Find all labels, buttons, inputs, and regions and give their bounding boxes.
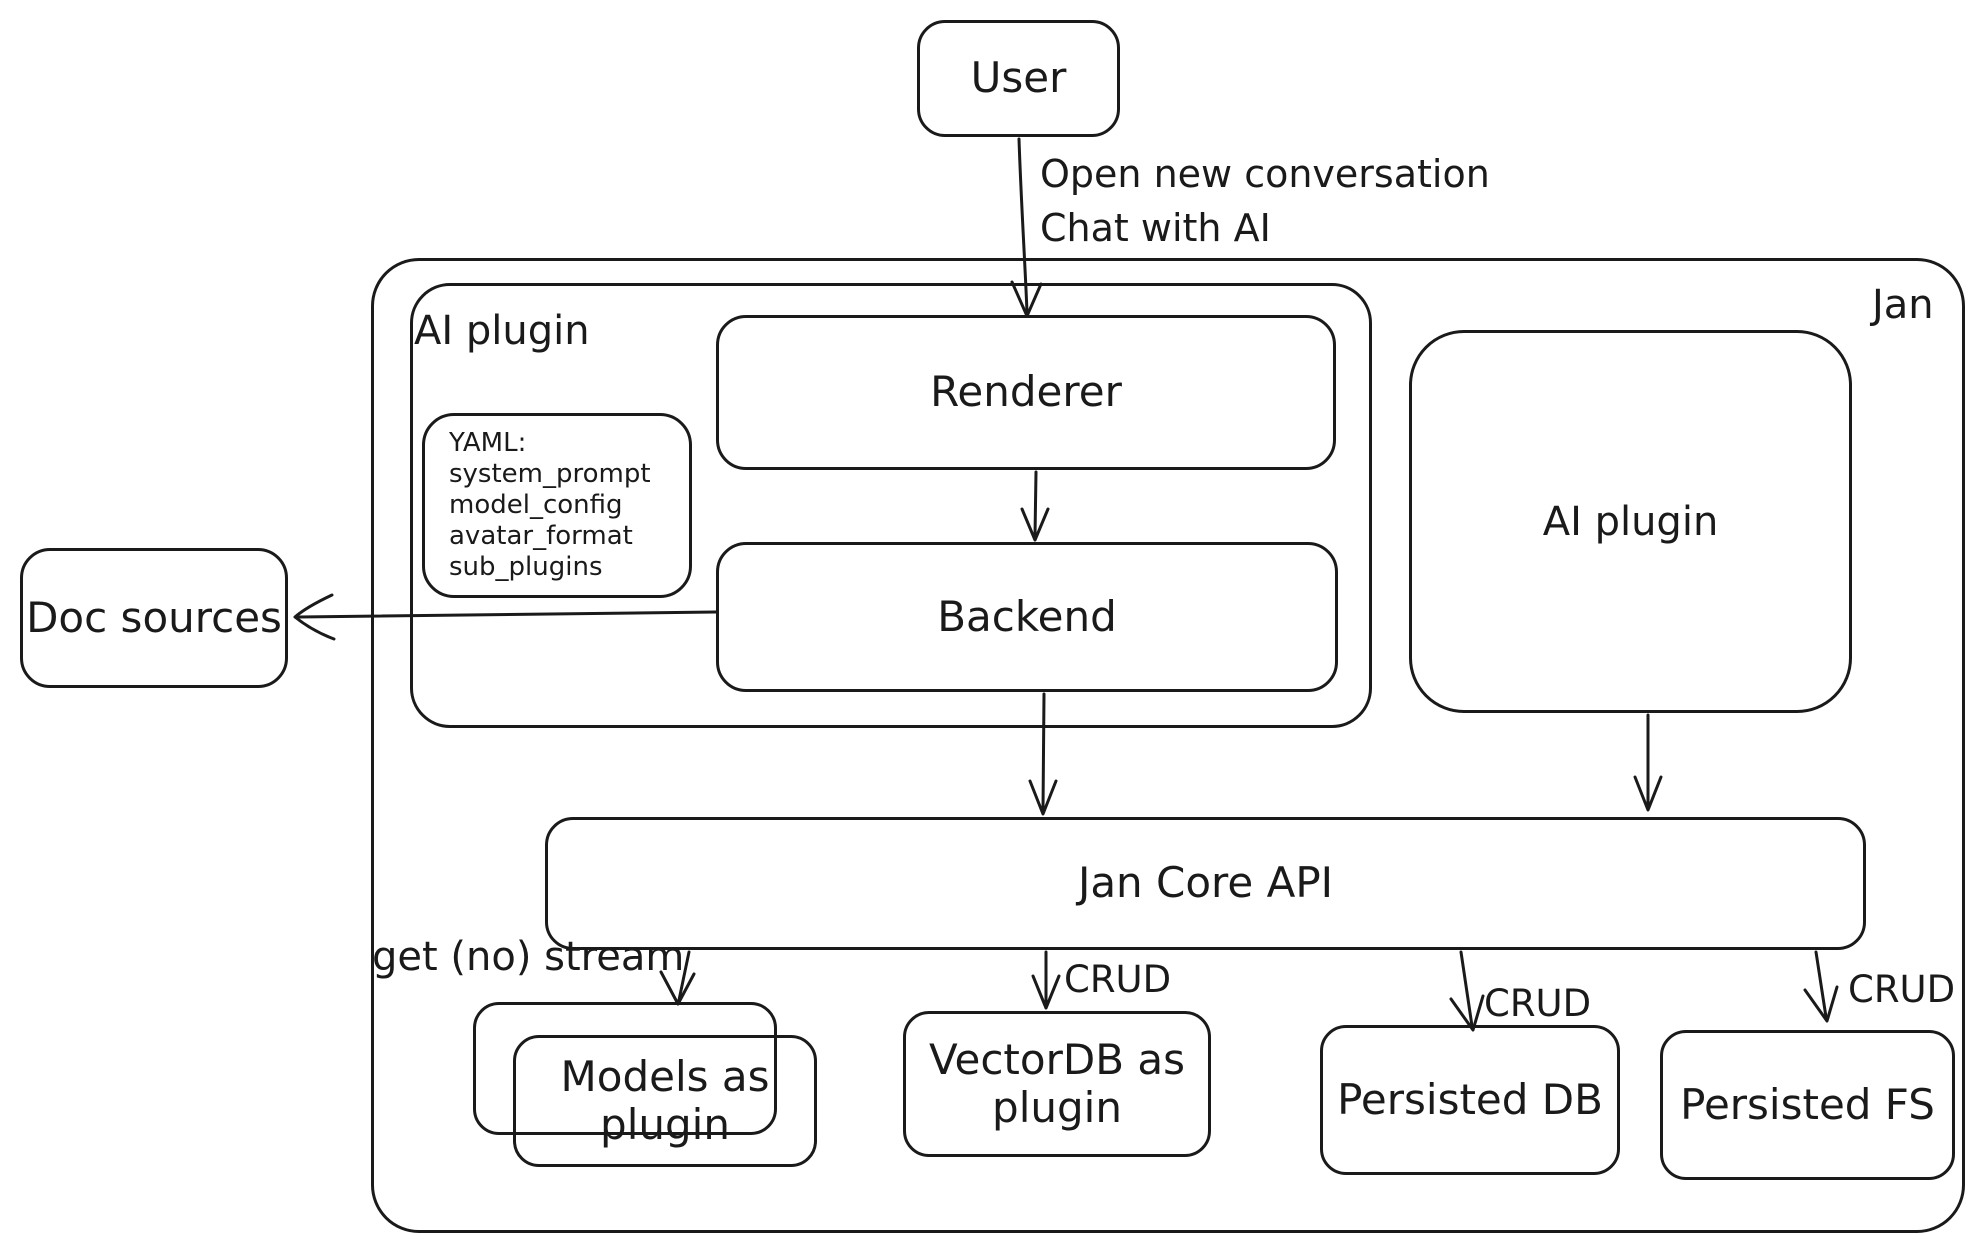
ai-plugin-container-label: AI plugin <box>414 308 590 354</box>
jan-core-api-node: Jan Core API <box>545 817 1866 950</box>
vectordb-as-plugin-node: VectorDB as plugin <box>903 1011 1211 1157</box>
persisted-db-node-label: Persisted DB <box>1337 1074 1603 1124</box>
models-as-plugin-node: Models as plugin <box>513 1035 817 1167</box>
renderer-node-label: Renderer <box>930 367 1122 417</box>
models-as-plugin-stack-box <box>473 1002 777 1135</box>
ai-plugin-container-box <box>410 283 1372 728</box>
yaml-line: system_prompt <box>449 459 651 489</box>
renderer-node: Renderer <box>716 315 1336 470</box>
yaml-line: model_config <box>449 490 623 520</box>
edge-label-open-conversation: Open new conversation <box>1040 152 1490 196</box>
user-node: User <box>917 20 1120 137</box>
edge-label-crud-persisted-db: CRUD <box>1484 982 1592 1025</box>
persisted-fs-node: Persisted FS <box>1660 1030 1955 1180</box>
edge-label-chat-with-ai: Chat with AI <box>1040 206 1271 250</box>
ai-plugin-node: AI plugin <box>1409 330 1852 713</box>
jan-group-box <box>371 258 1965 1233</box>
edge-label-get-no-stream: get (no) stream <box>372 934 685 980</box>
vectordb-as-plugin-node-label: VectorDB as plugin <box>929 1034 1185 1132</box>
yaml-note-box: YAML: system_prompt model_config avatar_… <box>422 413 692 598</box>
persisted-fs-node-label: Persisted FS <box>1680 1079 1935 1129</box>
yaml-line: sub_plugins <box>449 552 603 582</box>
user-node-label: User <box>970 53 1067 103</box>
edge-label-crud-persisted-fs: CRUD <box>1848 968 1956 1011</box>
doc-sources-node-label: Doc sources <box>26 592 282 642</box>
ai-plugin-node-label: AI plugin <box>1542 498 1719 545</box>
models-as-plugin-node-label: Models as plugin <box>560 1051 770 1149</box>
persisted-db-node: Persisted DB <box>1320 1025 1620 1175</box>
yaml-line: YAML: <box>449 428 527 458</box>
jan-core-api-node-label: Jan Core API <box>1077 858 1334 908</box>
backend-node: Backend <box>716 542 1338 692</box>
doc-sources-node: Doc sources <box>20 548 288 688</box>
edge-label-crud-vectordb: CRUD <box>1064 958 1172 1001</box>
yaml-line: avatar_format <box>449 521 633 551</box>
backend-node-label: Backend <box>937 591 1117 641</box>
jan-group-label: Jan <box>1872 282 1934 328</box>
